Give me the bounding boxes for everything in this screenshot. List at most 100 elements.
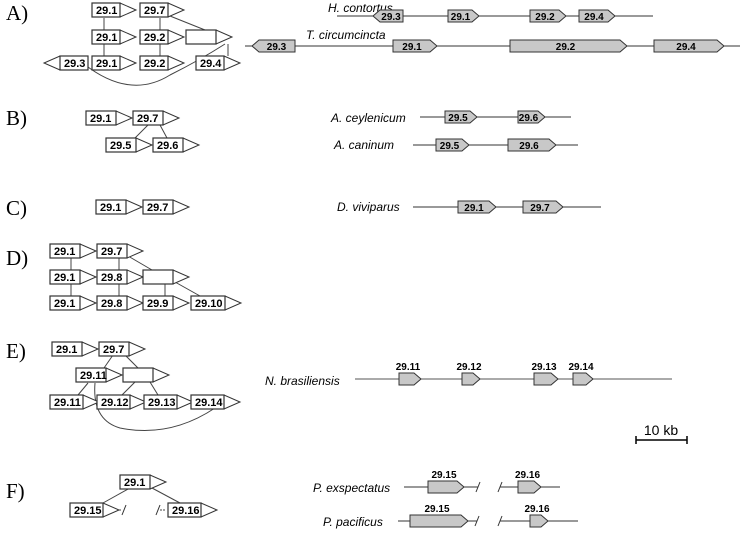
tree-node-label: 29.2 xyxy=(144,32,165,44)
connector xyxy=(121,381,136,396)
gene-label: 29.5 xyxy=(448,113,468,124)
panel-label: C) xyxy=(6,196,27,220)
gene-arrow xyxy=(409,514,469,528)
connector xyxy=(149,381,159,396)
tree-node-label: 29.1 xyxy=(96,58,117,70)
gene-arrow xyxy=(392,39,438,53)
tree-node-box xyxy=(49,295,81,311)
tree-node-label: 29.12 xyxy=(101,397,129,409)
tree-node-box xyxy=(96,243,128,259)
gene-label: 29.11 xyxy=(396,362,421,373)
panel-label: E) xyxy=(6,339,26,363)
gene-label: 29.7 xyxy=(530,203,550,214)
gene-arrow xyxy=(572,372,594,386)
break-mark xyxy=(474,515,480,527)
tree-node-label: 29.6 xyxy=(157,140,178,152)
gene-label: 29.13 xyxy=(531,362,556,373)
tree-node-box xyxy=(98,341,130,357)
connector xyxy=(103,354,114,369)
tree-node-box xyxy=(142,269,174,285)
gene-arrow xyxy=(447,9,480,23)
tree-node-empty xyxy=(122,367,171,383)
gene-label: 29.1 xyxy=(402,42,422,53)
gene-label: 29.3 xyxy=(381,12,401,23)
gene-label: 29.15 xyxy=(431,470,456,481)
gene-arrow xyxy=(509,39,628,53)
species-name: H. contortus xyxy=(328,1,393,15)
tree-node-label: 29.13 xyxy=(148,397,176,409)
tree-node-label: 29.11 xyxy=(54,397,81,409)
tree-node-label: 29.1 xyxy=(54,246,75,258)
tree-node-label: 29.2 xyxy=(144,58,165,70)
break-mark xyxy=(497,515,503,527)
species-name: A. caninum xyxy=(333,138,394,152)
tree-node-box xyxy=(91,29,121,45)
tree-node-box xyxy=(49,269,81,285)
gene-arrow xyxy=(372,9,404,23)
gene-arrow xyxy=(653,39,725,53)
gene-label: 29.15 xyxy=(424,504,449,515)
gene-arrow xyxy=(578,9,616,23)
tree-node-box xyxy=(152,137,184,153)
tree-node-label: 29.1 xyxy=(124,477,145,489)
tree-node-box xyxy=(105,137,137,153)
panel-label: D) xyxy=(6,246,28,270)
tree-node-box xyxy=(167,502,202,518)
break-mark xyxy=(497,481,503,493)
tree-node-box xyxy=(139,55,169,71)
scale-bar-label: 10 kb xyxy=(644,422,678,438)
curve-link xyxy=(83,43,226,86)
tree-node-box xyxy=(96,394,131,410)
tree-node-empty xyxy=(142,269,191,285)
tree-node-label: 29.7 xyxy=(101,246,122,258)
tree-node-label: 29.15 xyxy=(74,505,102,517)
tree-node-box xyxy=(91,2,121,18)
tree-node-label: 29.10 xyxy=(195,298,223,310)
tree-node-box xyxy=(122,367,154,383)
tree-node-label: 29.7 xyxy=(103,344,124,356)
tree-node-label: 29.14 xyxy=(195,397,223,409)
tree-node-box xyxy=(51,341,83,357)
tree-node-box xyxy=(142,199,174,215)
tree-node-box xyxy=(190,394,225,410)
tree-node-label: 29.7 xyxy=(147,202,168,214)
tree-node-box xyxy=(96,295,128,311)
connector xyxy=(102,487,131,504)
tree-node-label: 29.1 xyxy=(56,344,77,356)
gene-arrow xyxy=(522,200,564,214)
tree-node-empty xyxy=(185,29,234,45)
tree-node-label: 29.3 xyxy=(64,58,85,70)
tree-node-label: 29.7 xyxy=(137,113,158,125)
tree-node-label: 29.16 xyxy=(172,505,200,517)
gene-label: 29.16 xyxy=(524,504,549,515)
tree-node-label: 29.1 xyxy=(100,202,121,214)
tree-node-box xyxy=(49,243,81,259)
gene-arrow xyxy=(529,9,567,23)
connector xyxy=(151,487,181,504)
tree-node-label: 29.1 xyxy=(54,298,75,310)
break-mark xyxy=(155,504,161,516)
tree-node-box xyxy=(142,295,174,311)
tree-node-box xyxy=(91,55,121,71)
connector xyxy=(127,255,153,271)
gene-label: 29.4 xyxy=(676,42,696,53)
gene-arrow xyxy=(457,200,497,214)
gene-label: 29.1 xyxy=(464,203,484,214)
tree-node-label: 29.1 xyxy=(54,272,75,284)
gene-label: 29.14 xyxy=(568,362,593,373)
gene-arrow xyxy=(517,480,542,494)
species-name: P. exspectatus xyxy=(313,481,390,495)
gene-label: 29.2 xyxy=(556,42,576,53)
tree-node-label: 29.11 xyxy=(80,370,107,382)
species-name: P. pacificus xyxy=(323,515,383,529)
connector xyxy=(174,281,201,297)
connector xyxy=(124,354,139,369)
tree-node-box xyxy=(85,110,117,126)
tree-node-box xyxy=(59,55,89,71)
gene-arrow xyxy=(435,138,470,152)
panel-label: F) xyxy=(6,479,25,503)
tree-node-box xyxy=(195,55,225,71)
gene-arrow xyxy=(398,372,422,386)
tree-node-box xyxy=(132,110,164,126)
